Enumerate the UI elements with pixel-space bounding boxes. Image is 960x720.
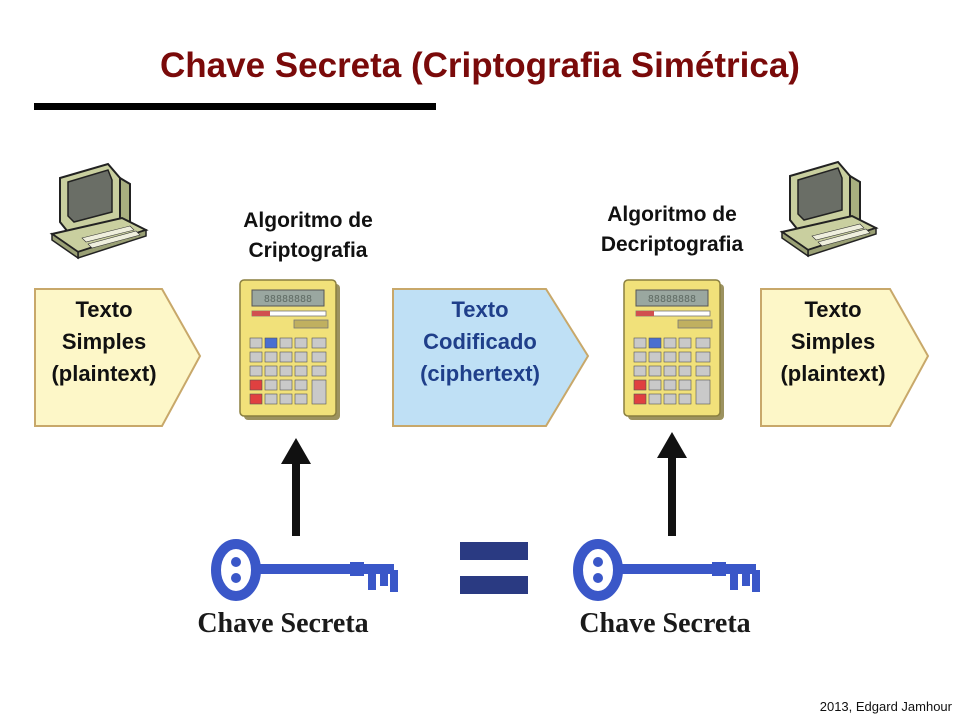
decrypt-label-line-1: Algoritmo de — [607, 203, 737, 226]
computer-icon-right — [779, 160, 879, 258]
computer-icon-left — [49, 162, 149, 260]
equals-icon — [460, 542, 528, 594]
calculator-icon-decrypt: 88888888 — [623, 279, 724, 420]
plaintext-box-left — [34, 288, 202, 427]
decrypt-label-line-2: Decriptografia — [600, 233, 744, 256]
svg-text:88888888: 88888888 — [264, 294, 312, 305]
ciphertext-line-1: Texto — [451, 297, 509, 322]
up-arrow-right — [657, 432, 687, 536]
plaintext-line-1: Texto — [75, 297, 133, 322]
title-underline — [34, 103, 436, 110]
encrypt-label-line-1: Algoritmo de — [243, 209, 373, 232]
page-title: Chave Secreta (Criptografia Simétrica) — [160, 46, 800, 85]
plaintext-text-left: Texto Simples (plaintext) — [34, 294, 174, 390]
calculator-icon-encrypt: 88888888 — [239, 279, 340, 420]
key-label-left: Chave Secreta — [197, 608, 369, 639]
key-icon-right — [573, 539, 760, 601]
plaintext-line-3: (plaintext) — [51, 361, 157, 386]
ciphertext-text: Texto Codificado (ciphertext) — [392, 294, 568, 390]
key-label-right: Chave Secreta — [579, 608, 751, 639]
encrypt-algorithm-label: Algoritmo de Criptografia — [198, 206, 418, 266]
plaintext-text-right: Texto Simples (plaintext) — [760, 294, 906, 390]
plaintext-line-1: Texto — [804, 297, 862, 322]
key-icon-left — [211, 539, 398, 601]
ciphertext-line-3: (ciphertext) — [420, 361, 540, 386]
encrypt-label-line-2: Criptografia — [248, 239, 368, 262]
plaintext-line-2: Simples — [61, 329, 147, 354]
plaintext-line-3: (plaintext) — [780, 361, 886, 386]
plaintext-box-right — [760, 288, 930, 427]
footer-credit: 2013, Edgard Jamhour — [819, 699, 952, 714]
svg-text:88888888: 88888888 — [648, 294, 696, 305]
plaintext-line-2: Simples — [790, 329, 876, 354]
ciphertext-box — [392, 288, 590, 427]
decrypt-algorithm-label: Algoritmo de Decriptografia — [560, 200, 784, 260]
up-arrow-left — [281, 438, 311, 536]
ciphertext-line-2: Codificado — [423, 329, 537, 354]
